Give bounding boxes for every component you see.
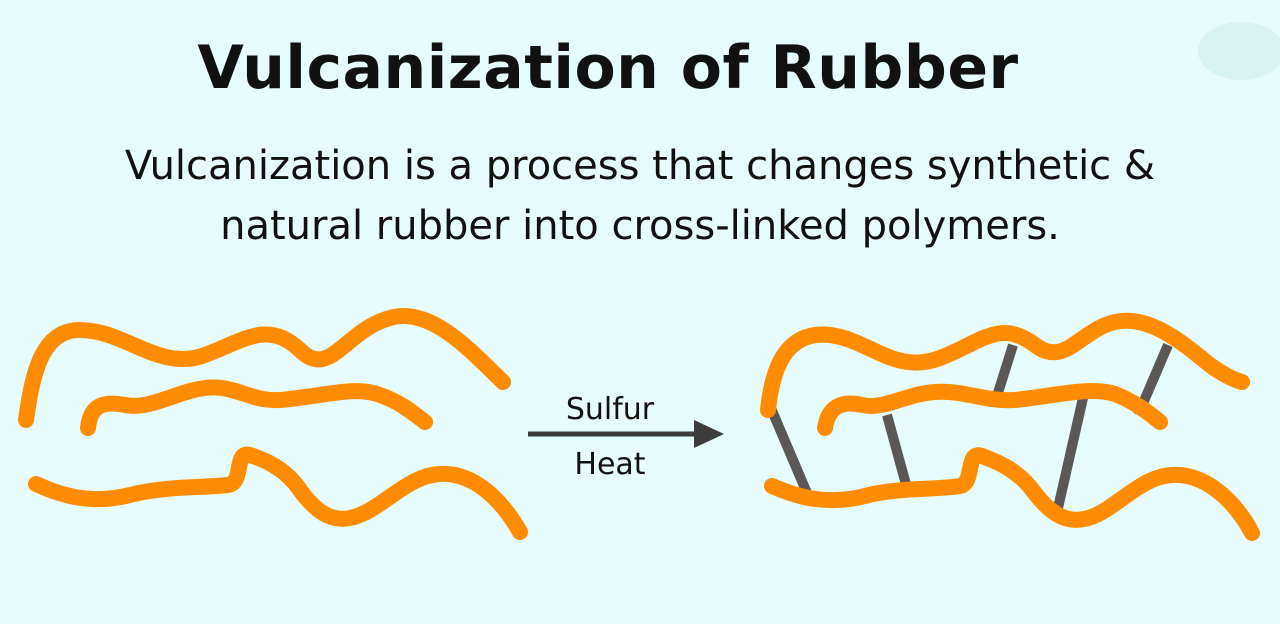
vulcanized-rubber — [760, 312, 1260, 541]
cross-link-4 — [1053, 396, 1088, 510]
raw-chain-3 — [28, 446, 528, 540]
page-title: Vulcanization of Rubber — [197, 33, 1019, 103]
description-line-1: Vulcanization is a process that changes … — [124, 143, 1156, 189]
cross-link-1 — [765, 404, 815, 502]
arrow-head-icon — [694, 420, 724, 448]
raw-rubber-chains — [18, 308, 528, 540]
vulcanized-chain-1 — [760, 312, 1250, 418]
raw-chain-2 — [80, 379, 433, 436]
cross-link-2 — [882, 413, 912, 490]
description-text: Vulcanization is a process that changes … — [0, 136, 1280, 256]
cross-link-3 — [992, 343, 1018, 398]
corner-decoration — [1198, 22, 1280, 80]
condition-heat: Heat — [574, 447, 645, 482]
description-line-2: natural rubber into cross-linked polymer… — [220, 203, 1060, 249]
reaction-arrow: Sulfur Heat — [528, 392, 724, 482]
raw-chain-1 — [18, 308, 511, 428]
condition-sulfur: Sulfur — [566, 392, 655, 427]
vulcanized-chain-2 — [817, 382, 1168, 436]
vulcanized-chain-3 — [764, 447, 1260, 541]
